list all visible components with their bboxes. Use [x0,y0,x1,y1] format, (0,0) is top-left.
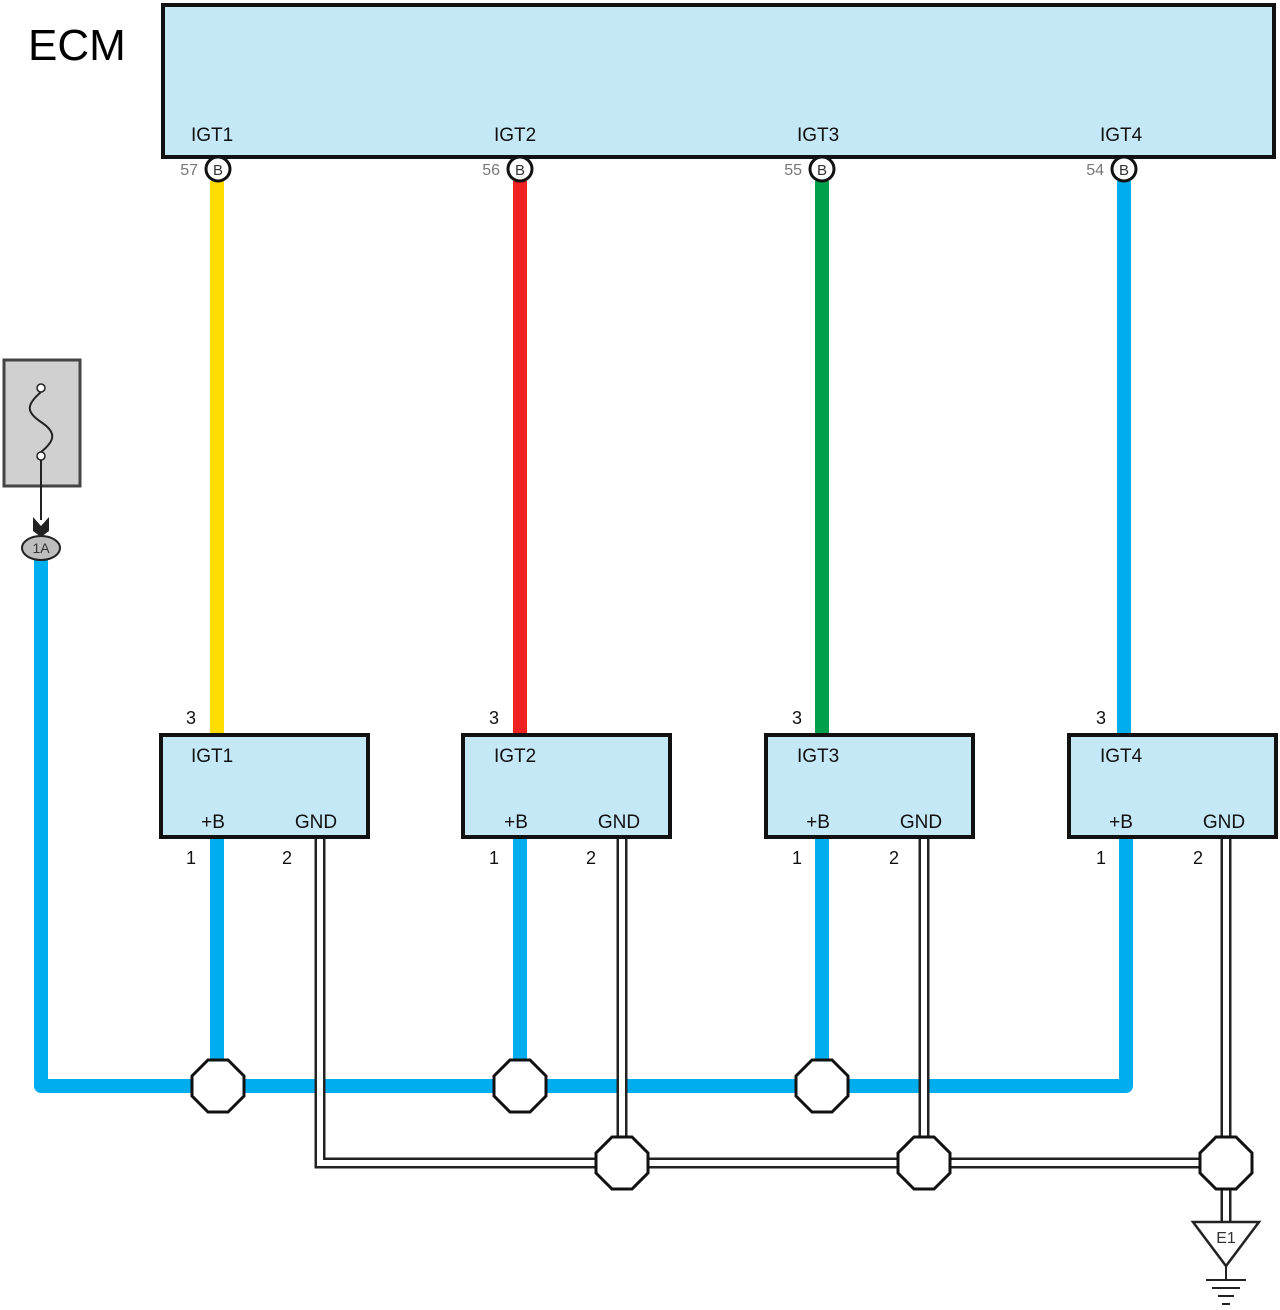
ecm-pin-connector-letter: B [515,162,525,179]
ecm-pin-connector-letter: B [817,162,827,179]
ecm-pin-number: 57 [180,162,198,179]
connector-arrow-icon [33,517,49,537]
ground-wires [314,838,1232,1222]
ecm-pin-number: 56 [482,162,500,179]
coil-pin-power: 1 [1096,848,1106,868]
coil-gnd-label: GND [295,812,337,833]
ecm-pin-connector-igt2: 56 B [482,155,534,183]
coil-plus-b-label: +B [201,812,225,833]
ecm-pin-connector-igt3: 55 B [784,155,836,183]
power-junction-3 [794,1058,850,1114]
ignition-coil-1: IGT1 +B GND 3 1 2 [159,708,370,868]
coil-label: IGT4 [1100,746,1143,767]
power-junction-1 [190,1058,246,1114]
ecm-terminal-label-igt1: IGT1 [191,125,233,146]
coil-pin-ground: 2 [1193,848,1203,868]
ecm-pin-connector-igt4: 54 B [1086,155,1138,183]
coil-pin-signal: 3 [1096,708,1106,728]
ground-icon [1190,1220,1262,1269]
ground-junction-3 [1198,1135,1254,1191]
coil-plus-b-label: +B [504,812,528,833]
coil-pin-ground: 2 [586,848,596,868]
coil-pin-ground: 2 [282,848,292,868]
fuse-connector-label: 1A [32,540,50,556]
coil-pin-signal: 3 [792,708,802,728]
coil-pin-power: 1 [186,848,196,868]
ground-junction-1 [594,1135,650,1191]
coil-pin-signal: 3 [186,708,196,728]
ignition-coil-2: IGT2 +B GND 3 1 2 [461,708,672,868]
ground-label: E1 [1216,1230,1236,1247]
ecm-pin-connector-letter: B [1119,162,1129,179]
coil-pin-power: 1 [489,848,499,868]
coil-label: IGT2 [494,746,536,767]
ecm-box [161,3,1276,159]
coil-label: IGT1 [191,746,233,767]
coil-label: IGT3 [797,746,839,767]
power-junction-2 [492,1058,548,1114]
ecm-pin-number: 55 [784,162,802,179]
ecm-pin-connector-igt1: 57 B [180,155,232,183]
coil-gnd-label: GND [900,812,942,833]
fuse [2,358,82,537]
ecm-pin-number: 54 [1086,162,1104,179]
ignition-coil-3: IGT3 +B GND 3 1 2 [764,708,975,868]
ground-e1: E1 [1190,1220,1262,1305]
ground-junction-2 [896,1135,952,1191]
ignition-coil-4: IGT4 +B GND 3 1 2 [1067,708,1278,868]
coil-plus-b-label: +B [1109,812,1133,833]
fuse-connector-1a: 1A [21,535,61,561]
coil-pin-signal: 3 [489,708,499,728]
coil-gnd-label: GND [598,812,640,833]
power-bus-wire [34,560,1133,1093]
coil-plus-b-label: +B [806,812,830,833]
ecm-pin-connector-letter: B [213,162,223,179]
coil-gnd-label: GND [1203,812,1245,833]
ecm-title: ECM [28,21,126,70]
ecm-terminal-label-igt4: IGT4 [1100,125,1143,146]
ecm-terminal-label-igt2: IGT2 [494,125,536,146]
coil-pin-ground: 2 [889,848,899,868]
ecm-terminal-label-igt3: IGT3 [797,125,839,146]
coil-pin-power: 1 [792,848,802,868]
